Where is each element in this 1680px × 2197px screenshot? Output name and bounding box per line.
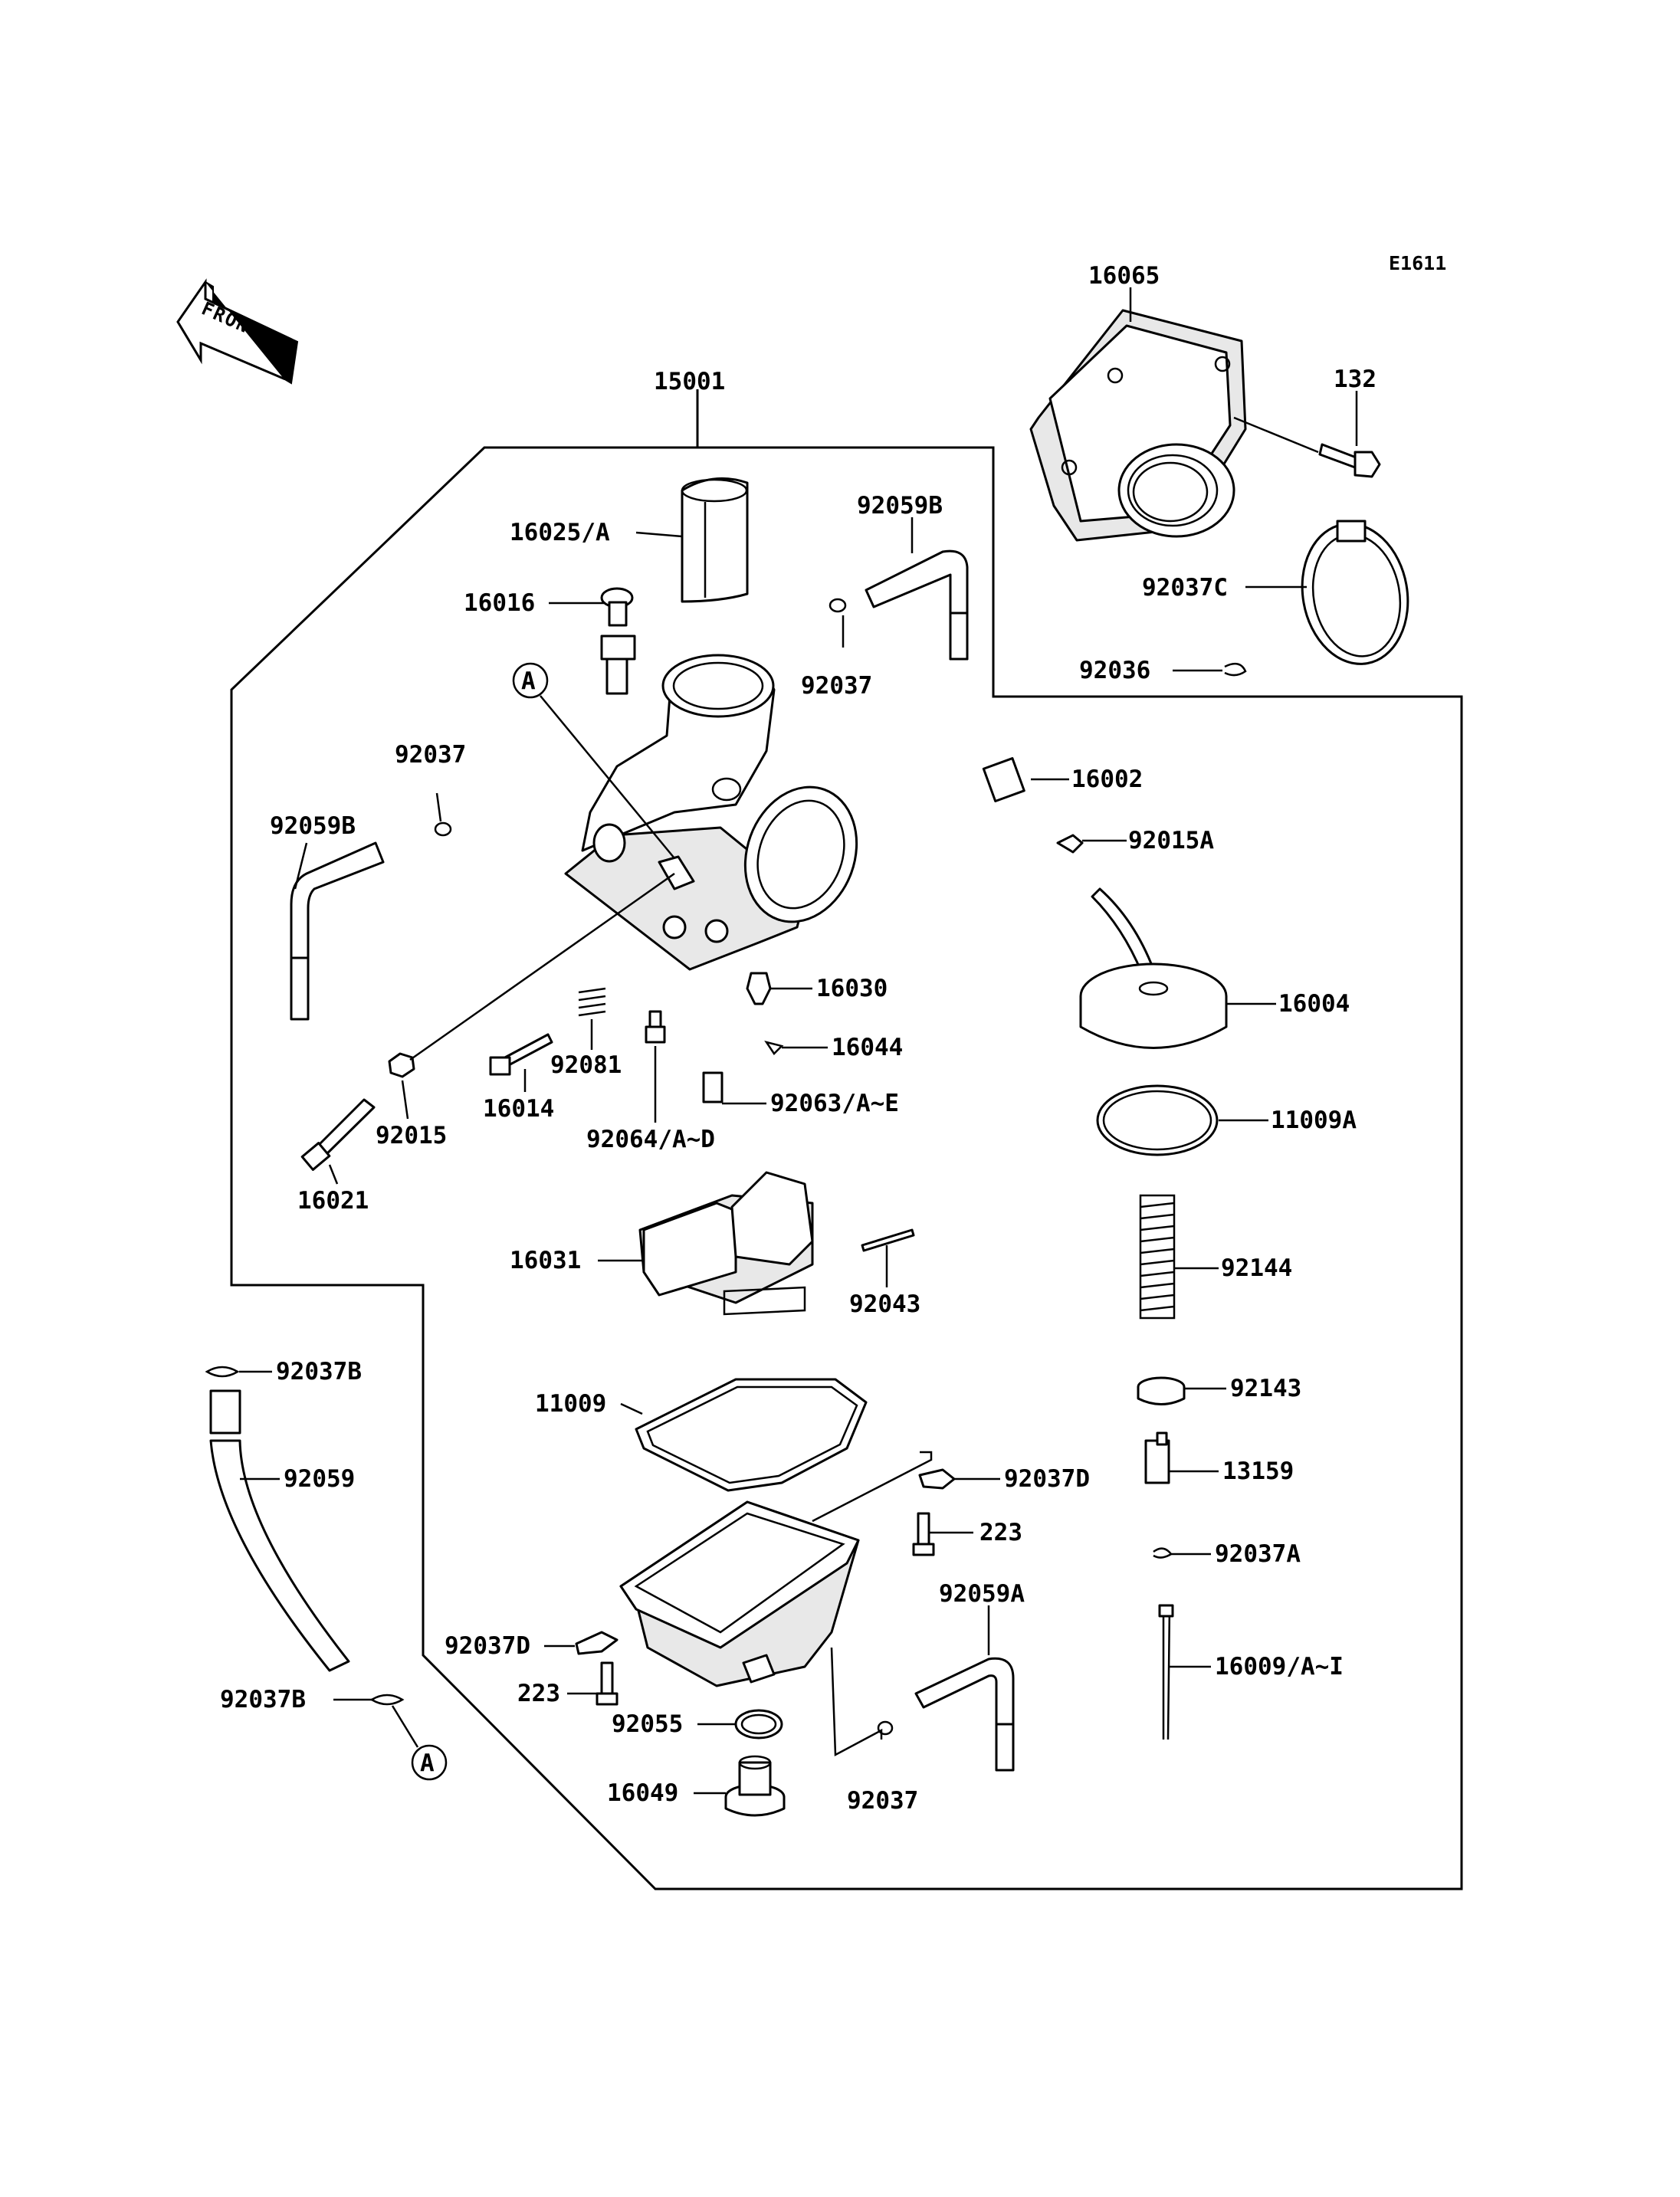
clip-92037a-part bbox=[1153, 1547, 1173, 1559]
label-92043: 92043 bbox=[849, 1290, 920, 1318]
label-16004: 16004 bbox=[1278, 990, 1350, 1018]
label-92063: 92063/A~E bbox=[770, 1090, 899, 1117]
label-92037c: 92037C bbox=[1142, 574, 1228, 602]
label-92036: 92036 bbox=[1079, 657, 1150, 684]
spring-92081-part bbox=[578, 987, 606, 1017]
hose-92059b-top-part bbox=[865, 549, 969, 661]
ref-marker-a-bottom: A bbox=[411, 1744, 448, 1781]
nut-92015a-part bbox=[1056, 834, 1084, 854]
carburetor-body-part bbox=[564, 654, 858, 971]
part-13159 bbox=[1144, 1431, 1170, 1484]
label-92037-bottom: 92037 bbox=[847, 1787, 918, 1815]
hose-92059b-left-part bbox=[290, 841, 385, 1021]
hose-92059a-part bbox=[914, 1657, 1015, 1772]
label-92144: 92144 bbox=[1221, 1254, 1292, 1282]
clip-92037d-left-part bbox=[575, 1631, 619, 1655]
hose-92059-part bbox=[209, 1389, 350, 1672]
label-16009: 16009/A~I bbox=[1215, 1653, 1344, 1681]
label-92037d-left: 92037D bbox=[445, 1632, 530, 1660]
clip-92037d-right-part bbox=[918, 1468, 956, 1490]
label-92059: 92059 bbox=[284, 1465, 355, 1493]
label-11009a: 11009A bbox=[1271, 1107, 1357, 1134]
label-11009: 11009 bbox=[535, 1390, 606, 1418]
label-92037b-bottom: 92037B bbox=[220, 1686, 306, 1713]
label-16049: 16049 bbox=[607, 1779, 678, 1807]
part-92143 bbox=[1137, 1376, 1186, 1405]
label-16021: 16021 bbox=[297, 1187, 369, 1215]
main-jet-92063-part bbox=[702, 1071, 724, 1103]
clip-92036-part bbox=[1224, 662, 1247, 677]
label-92037-top: 92037 bbox=[801, 672, 872, 700]
ref-marker-a-top: A bbox=[512, 662, 549, 699]
label-92143: 92143 bbox=[1230, 1375, 1301, 1402]
screw-223-left-part bbox=[596, 1661, 619, 1706]
label-92015a: 92015A bbox=[1128, 827, 1214, 854]
label-223-left: 223 bbox=[517, 1680, 560, 1707]
label-92059a: 92059A bbox=[939, 1580, 1025, 1608]
nut-92015-part bbox=[388, 1052, 415, 1078]
cap-16004-part bbox=[1079, 887, 1228, 1049]
intake-holder-part bbox=[1029, 309, 1247, 542]
label-16065: 16065 bbox=[1088, 262, 1160, 290]
assembly-outline bbox=[230, 446, 1463, 1890]
float-16031-part bbox=[638, 1171, 814, 1316]
clamp-92037c-part bbox=[1301, 520, 1409, 665]
plug-16049-part bbox=[724, 1755, 786, 1817]
label-16016: 16016 bbox=[464, 589, 535, 617]
throttle-valve-part bbox=[681, 477, 749, 603]
part-16030 bbox=[746, 972, 772, 1005]
label-16002: 16002 bbox=[1071, 766, 1143, 793]
part-labels: 16065 132 15001 16025/A 92059B 16016 920… bbox=[220, 262, 1376, 1815]
part-16044 bbox=[764, 1041, 784, 1055]
float-bowl-part bbox=[619, 1500, 860, 1687]
clip-92037b-top-part bbox=[205, 1366, 240, 1378]
label-16030: 16030 bbox=[816, 975, 888, 1002]
gasket-11009-part bbox=[635, 1378, 868, 1492]
label-16031: 16031 bbox=[510, 1247, 581, 1274]
needle-16009-part bbox=[1158, 1604, 1174, 1740]
clip-92037-bottom-part bbox=[877, 1720, 894, 1736]
label-15001: 15001 bbox=[654, 368, 725, 395]
diagram-code: E1611 bbox=[1389, 252, 1446, 274]
bolt-132-part bbox=[1318, 443, 1381, 478]
label-92037b-top: 92037B bbox=[276, 1358, 362, 1385]
label-132: 132 bbox=[1334, 366, 1376, 393]
label-92037d-right: 92037D bbox=[1004, 1465, 1090, 1493]
label-92059b-left: 92059B bbox=[270, 812, 356, 840]
part-16002 bbox=[982, 757, 1025, 803]
label-92055: 92055 bbox=[612, 1710, 683, 1738]
label-16025a: 16025/A bbox=[510, 519, 610, 546]
label-223-right: 223 bbox=[979, 1519, 1022, 1546]
pin-92043-part bbox=[861, 1228, 915, 1252]
svg-text:A: A bbox=[420, 1749, 435, 1777]
label-13159: 13159 bbox=[1222, 1458, 1294, 1485]
label-92064: 92064/A~D bbox=[586, 1126, 715, 1153]
clip-92037-top-part bbox=[829, 598, 847, 613]
air-screw-part bbox=[600, 587, 636, 695]
label-16014: 16014 bbox=[483, 1095, 554, 1123]
label-16044: 16044 bbox=[832, 1034, 903, 1061]
label-92059b-top: 92059B bbox=[857, 492, 943, 520]
clip-92037b-bottom-part bbox=[369, 1694, 405, 1706]
screw-16021-part bbox=[300, 1098, 376, 1171]
spring-92144-part bbox=[1139, 1194, 1176, 1320]
label-92081: 92081 bbox=[550, 1051, 622, 1079]
front-arrow: FRONT bbox=[176, 278, 299, 385]
clip-92037-left-part bbox=[434, 821, 452, 837]
part-16014 bbox=[489, 1033, 553, 1076]
oring-11009a-part bbox=[1096, 1084, 1219, 1156]
label-92037-left: 92037 bbox=[395, 741, 466, 769]
pilot-jet-92064-part bbox=[645, 1010, 666, 1044]
svg-text:A: A bbox=[521, 667, 536, 695]
screw-223-right-part bbox=[912, 1512, 935, 1556]
label-92037a: 92037A bbox=[1215, 1540, 1301, 1568]
label-92015: 92015 bbox=[376, 1122, 447, 1149]
leader-lines bbox=[239, 287, 1358, 1795]
